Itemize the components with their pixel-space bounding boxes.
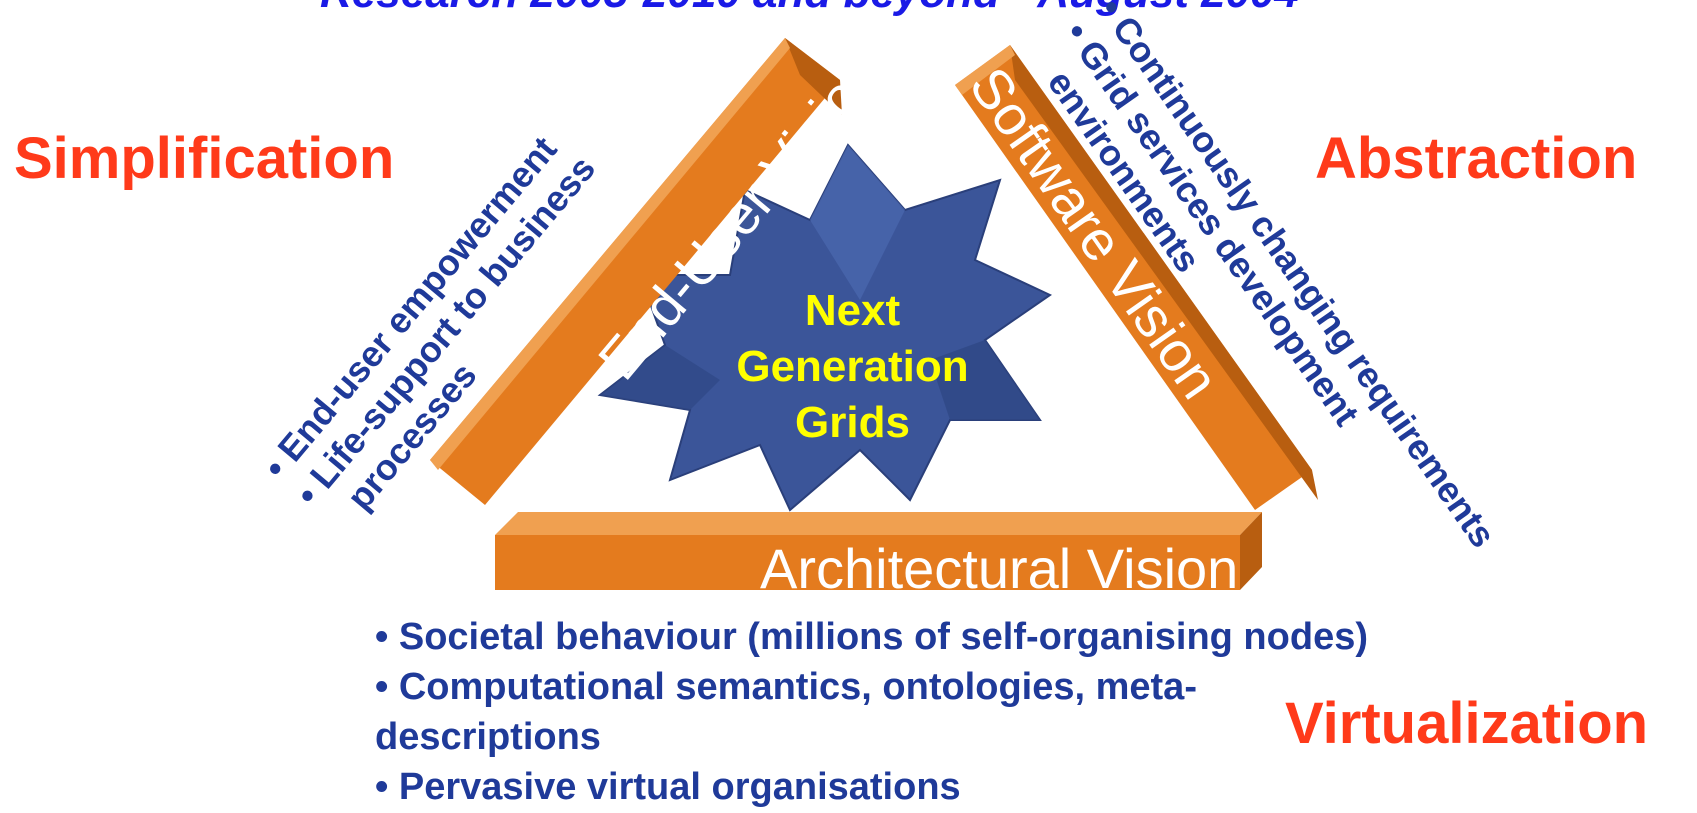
bottom-bar-label: Architectural Vision	[760, 537, 1239, 590]
left-bar	[430, 38, 842, 505]
right-bar	[955, 45, 1318, 510]
slide-title: Research 2005-2010 and beyond - August 2…	[320, 0, 1299, 18]
bottom-bullets: • Societal behaviour (millions of self-o…	[375, 612, 1368, 812]
corner-left-label: Simplification	[14, 126, 395, 191]
corner-bottom-right-label: Virtualization	[1285, 691, 1649, 756]
bottom-bullet-3: descriptions	[375, 716, 601, 758]
corner-right-label: Abstraction	[1315, 126, 1638, 191]
center-line-3: Grids	[795, 398, 910, 447]
bottom-bullet-2: • Computational semantics, ontologies, m…	[375, 666, 1197, 708]
bottom-bullet-1: • Societal behaviour (millions of self-o…	[375, 616, 1368, 658]
center-star	[597, 143, 1053, 512]
bottom-bullet-4: • Pervasive virtual organisations	[375, 766, 961, 808]
bottom-bar	[495, 512, 1262, 590]
center-label: Next Generation Grids	[700, 283, 1005, 451]
center-line-1: Next	[804, 286, 901, 335]
center-line-2: Generation	[736, 342, 969, 391]
